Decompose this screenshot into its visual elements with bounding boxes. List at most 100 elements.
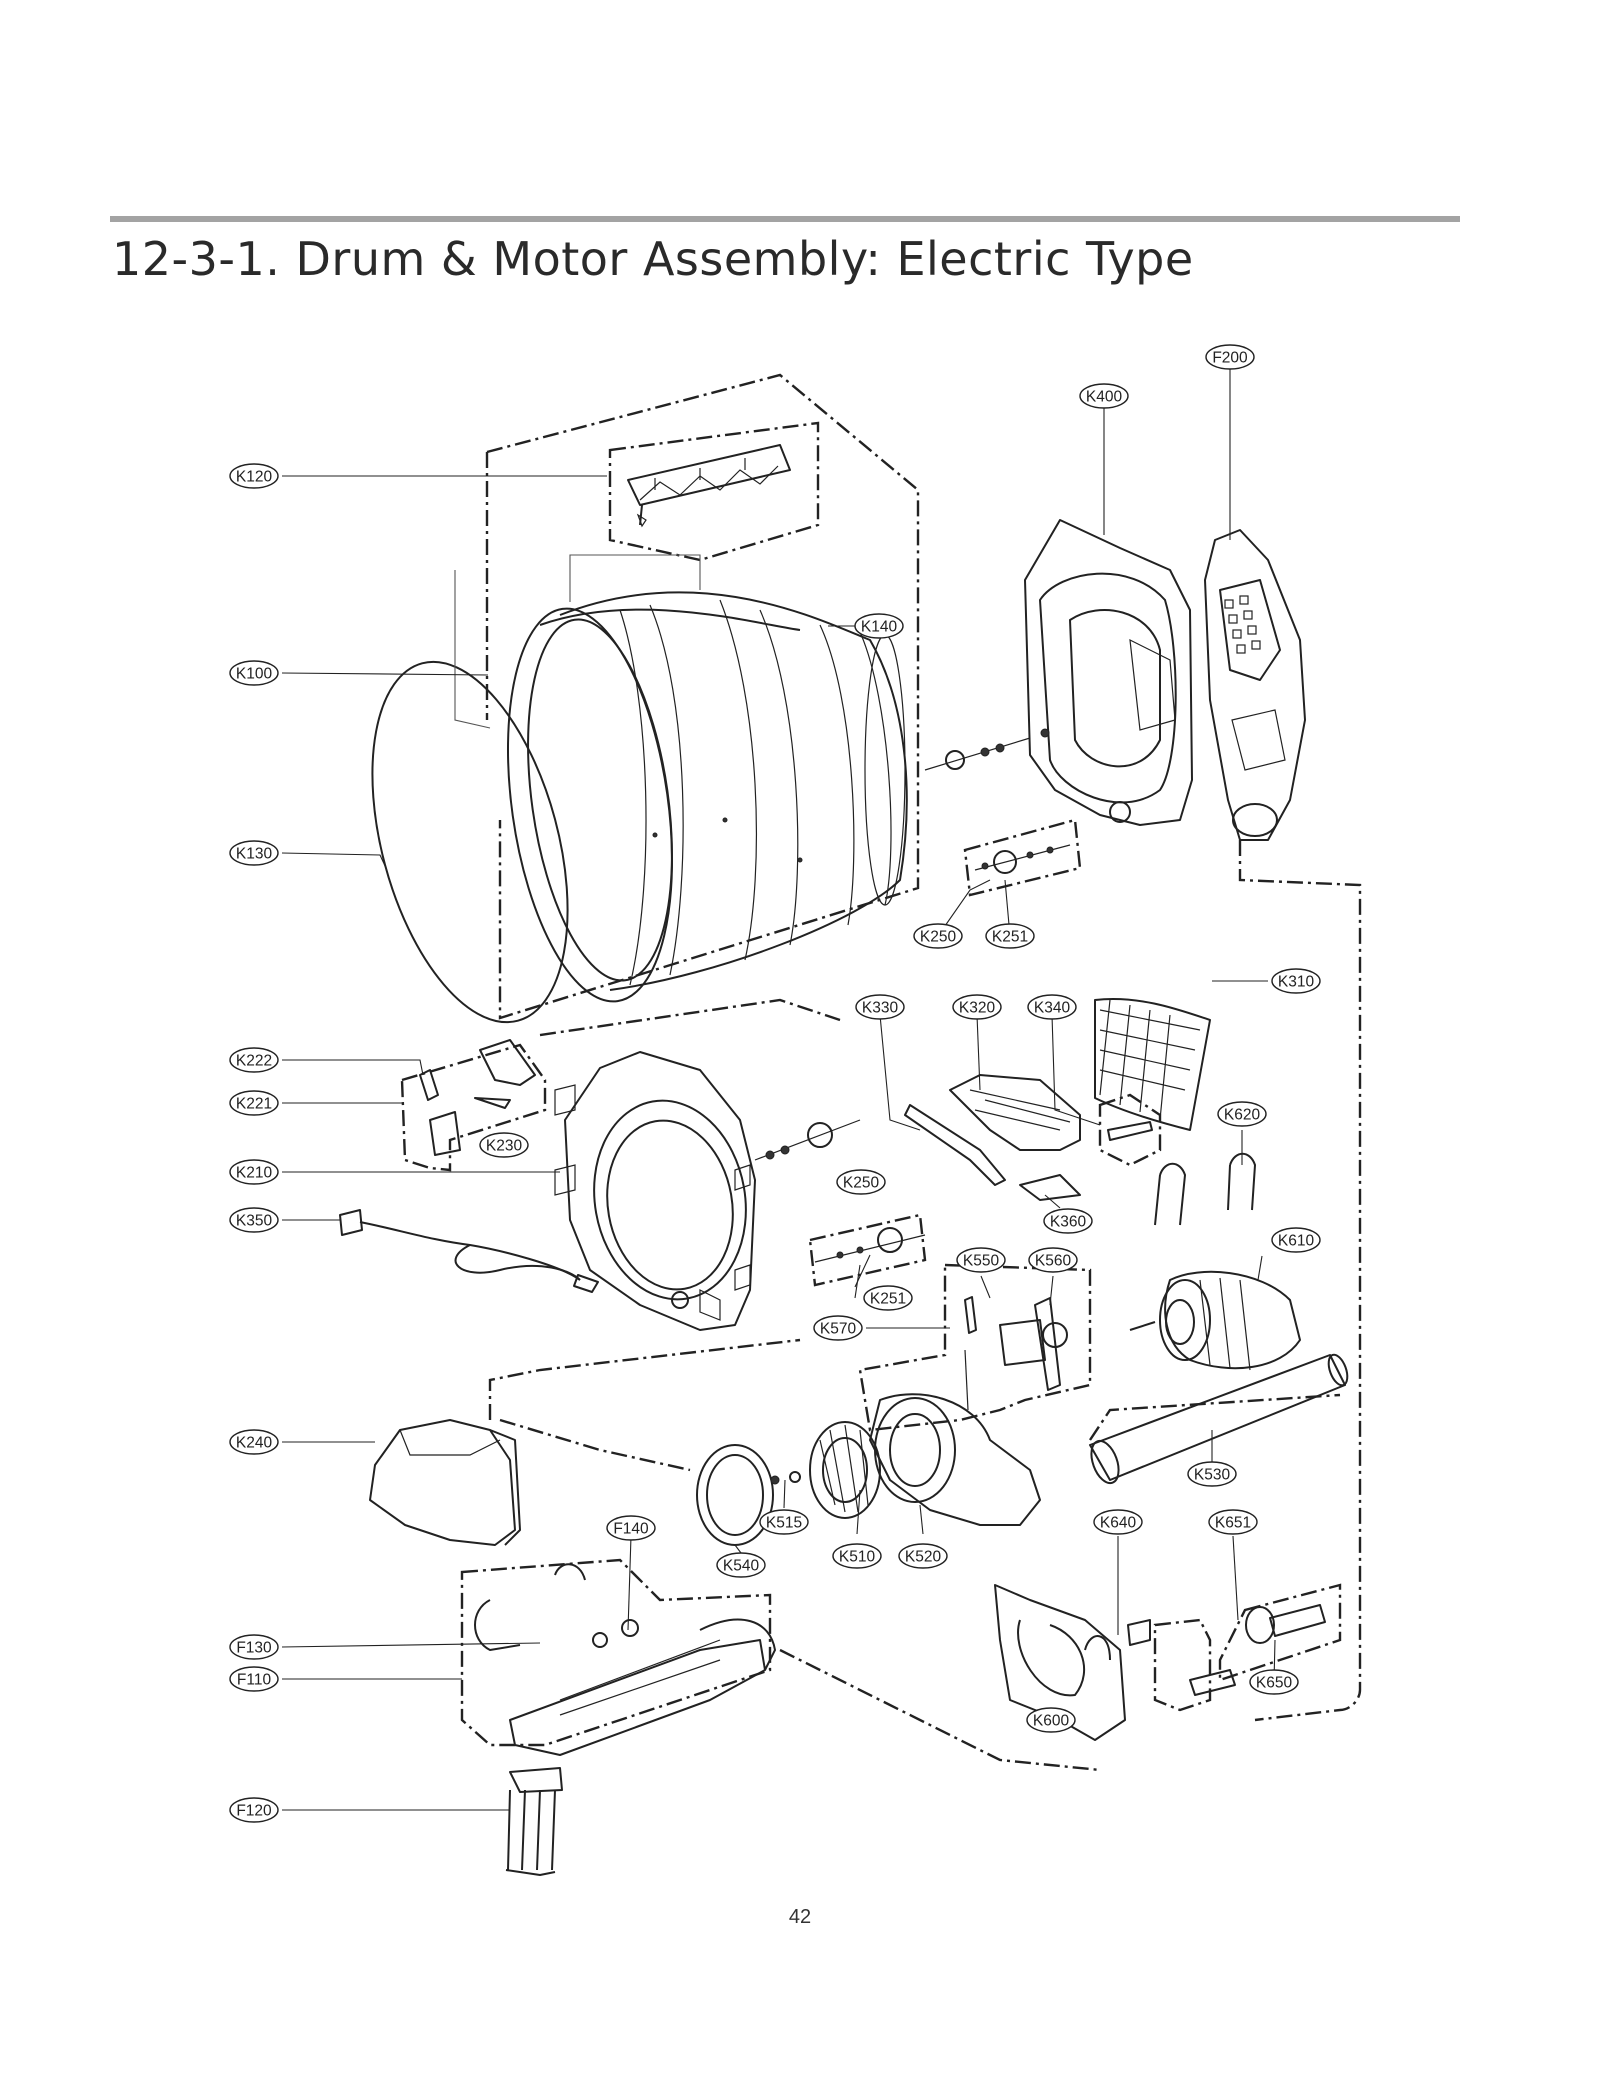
callout-label: K230 — [486, 1138, 523, 1155]
callout-badge: K250 — [913, 923, 963, 949]
callout-label: K620 — [1224, 1107, 1261, 1124]
callout-label: K550 — [963, 1253, 1000, 1270]
callout-badge: K320 — [952, 994, 1002, 1020]
callout-label: K510 — [839, 1549, 876, 1566]
callout-badge: K510 — [832, 1543, 882, 1569]
callout-label: K400 — [1086, 389, 1123, 406]
callout-badge: K570 — [813, 1315, 863, 1341]
rear-roller-kit — [924, 737, 1082, 897]
callout-label: K221 — [236, 1096, 272, 1113]
front-bulkhead — [554, 1051, 756, 1331]
callout-badge: K221 — [229, 1090, 279, 1116]
callout-label: F200 — [1212, 350, 1248, 367]
callout-badge: K400 — [1079, 383, 1129, 409]
callout-label: F110 — [237, 1672, 272, 1689]
front-roller-kit — [754, 1119, 927, 1287]
callout-badge: K222 — [229, 1047, 279, 1073]
callout-badge: K251 — [985, 923, 1035, 949]
callout-label: K222 — [236, 1053, 272, 1070]
callout-badges: F200 K400 K120 K140 K100 K130 K250 K251 … — [229, 344, 1321, 1823]
callout-badge: K100 — [229, 660, 279, 686]
lint-filter — [1094, 998, 1211, 1131]
blower-group-boundary — [858, 1263, 1092, 1432]
callout-label: K570 — [820, 1321, 857, 1338]
callout-badge: K530 — [1187, 1461, 1237, 1487]
heater-element — [505, 1767, 563, 1876]
callout-label: K140 — [861, 619, 898, 636]
callout-label: K330 — [862, 1000, 899, 1017]
callout-label: K320 — [959, 1000, 996, 1017]
routing-paths — [488, 840, 1362, 1772]
callout-badge: K140 — [854, 613, 904, 639]
callout-label: K540 — [723, 1558, 760, 1575]
callout-badge: K230 — [479, 1132, 529, 1158]
callout-badge: K250 — [836, 1169, 886, 1195]
callout-badge: K210 — [229, 1159, 279, 1185]
callout-label: K251 — [870, 1291, 906, 1308]
front-air-duct — [369, 1419, 521, 1546]
drum — [506, 591, 908, 1003]
callout-label: K210 — [236, 1165, 273, 1182]
drum-baffle — [627, 444, 791, 528]
callout-badge: K120 — [229, 463, 279, 489]
callout-badge: K130 — [229, 840, 279, 866]
callout-badge: K251 — [863, 1285, 913, 1311]
callout-badge: K550 — [956, 1247, 1006, 1273]
callout-badge: F130 — [229, 1634, 279, 1660]
rear-bulkhead — [1024, 519, 1193, 826]
callout-label: K120 — [236, 469, 273, 486]
drum-glides — [904, 1074, 1162, 1201]
callout-label: K100 — [236, 666, 273, 683]
callout-badge: K350 — [229, 1207, 279, 1233]
callout-badge: K330 — [855, 994, 905, 1020]
callout-badge: K651 — [1208, 1509, 1258, 1535]
callout-label: K360 — [1050, 1214, 1087, 1231]
callout-label: K250 — [843, 1175, 880, 1192]
callout-badge: K620 — [1217, 1101, 1267, 1127]
callout-badge: K340 — [1027, 994, 1077, 1020]
callout-label: K640 — [1100, 1515, 1137, 1532]
callout-label: K600 — [1033, 1713, 1070, 1730]
lamp-socket-group — [400, 1039, 547, 1172]
motor-mount — [994, 1583, 1342, 1741]
callout-label: K560 — [1035, 1253, 1072, 1270]
callout-badge: K360 — [1043, 1208, 1093, 1234]
exhaust-duct — [1089, 1353, 1349, 1485]
callout-badge: K240 — [229, 1429, 279, 1455]
callout-badge: F140 — [606, 1515, 656, 1541]
callout-badge: K650 — [1249, 1669, 1299, 1695]
callout-badge: K310 — [1271, 968, 1321, 994]
callout-label: K250 — [920, 929, 957, 946]
callout-label: K310 — [1278, 974, 1315, 991]
callout-badge: K520 — [898, 1543, 948, 1569]
callout-label: K610 — [1278, 1233, 1315, 1250]
duct-panel — [1204, 529, 1306, 841]
callout-badge: K610 — [1271, 1227, 1321, 1253]
callout-label: K515 — [766, 1515, 802, 1532]
callout-label: K520 — [905, 1549, 942, 1566]
callout-label: K340 — [1034, 1000, 1071, 1017]
callout-badge: K600 — [1026, 1707, 1076, 1733]
callout-badge: K560 — [1028, 1247, 1078, 1273]
callout-badge: K515 — [759, 1509, 809, 1535]
callout-label: K350 — [236, 1213, 273, 1230]
heater-group — [460, 1558, 776, 1756]
callout-label: K251 — [992, 929, 1028, 946]
callout-label: K650 — [1256, 1675, 1293, 1692]
callout-badge: F200 — [1205, 344, 1255, 370]
heater-harness — [339, 1209, 599, 1293]
callout-badge: K540 — [716, 1552, 766, 1578]
callout-badge: K640 — [1093, 1509, 1143, 1535]
callout-label: F120 — [236, 1803, 272, 1820]
callout-label: K530 — [1194, 1467, 1231, 1484]
page-number: 42 — [788, 1906, 812, 1928]
blower-assembly — [696, 1393, 1041, 1546]
callout-badge: F110 — [229, 1666, 279, 1692]
header-rule — [110, 216, 1460, 222]
callout-label: F130 — [236, 1640, 272, 1657]
motor — [1129, 1152, 1301, 1371]
callout-label: F140 — [613, 1521, 649, 1538]
callout-label: K130 — [236, 846, 273, 863]
page-title: 12-3-1. Drum & Motor Assembly: Electric … — [112, 232, 1194, 286]
